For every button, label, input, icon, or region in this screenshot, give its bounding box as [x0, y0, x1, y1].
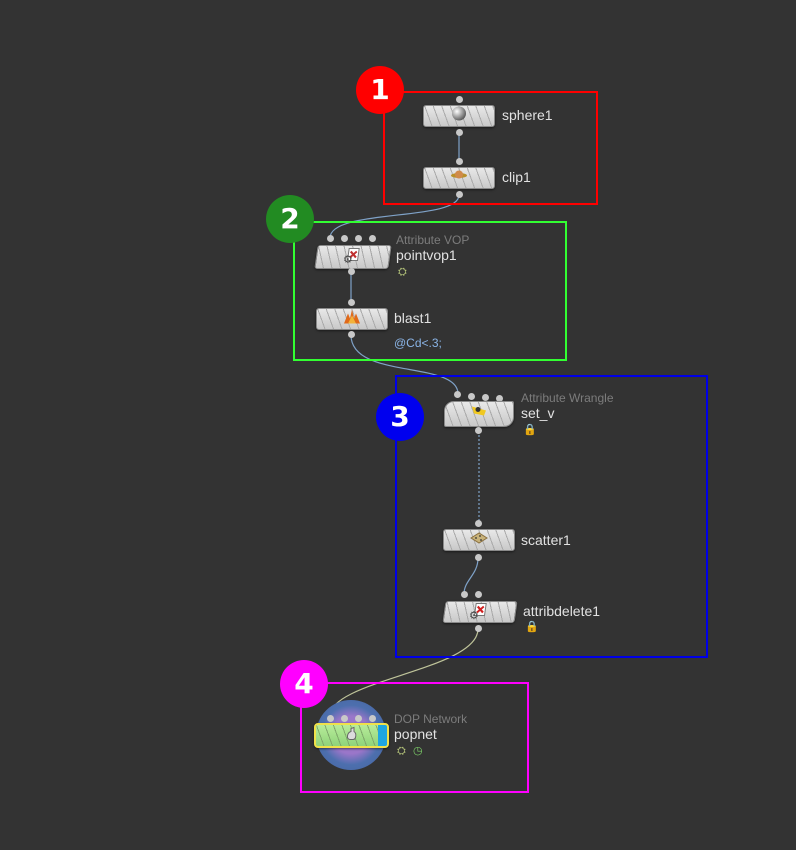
sphere-icon — [451, 106, 467, 127]
node-label-attribdelete1: attribdelete1 — [523, 603, 601, 619]
badge-3: 3 — [376, 393, 424, 441]
node-label-scatter1: scatter1 — [521, 532, 571, 548]
gear-icon: ⚙ — [469, 610, 479, 622]
input-port[interactable] — [355, 715, 362, 722]
input-port[interactable] — [456, 158, 463, 165]
input-port[interactable] — [369, 235, 376, 242]
node-attribdelete1[interactable] — [442, 601, 518, 623]
node-label-popnet: popnet — [394, 726, 437, 742]
input-port[interactable] — [456, 96, 463, 103]
node-popnet[interactable] — [314, 723, 389, 748]
badge-2: 2 — [266, 195, 314, 243]
input-port[interactable] — [496, 395, 503, 402]
node-set_v[interactable] — [444, 401, 514, 427]
group-box-1 — [383, 91, 598, 205]
output-port[interactable] — [475, 625, 482, 632]
wire-scatter1-attribdelete1 — [463, 557, 479, 595]
output-port[interactable] — [456, 129, 463, 136]
wire-blast1-set_v — [350, 334, 459, 395]
node-type-pointvop1: Attribute VOP — [396, 233, 470, 247]
blast-icon — [343, 309, 361, 330]
node-label-sphere1: sphere1 — [502, 107, 553, 123]
node-label-pointvop1: pointvop1 — [396, 247, 457, 263]
input-port[interactable] — [327, 235, 334, 242]
node-scatter1[interactable] — [443, 529, 515, 551]
group-box-3 — [395, 375, 708, 658]
lock-icon: 🔒 — [525, 621, 539, 633]
node-expression-blast1: @Cd<.3; — [394, 336, 442, 350]
input-port[interactable] — [355, 235, 362, 242]
input-port[interactable] — [341, 235, 348, 242]
input-port[interactable] — [475, 520, 482, 527]
node-label-blast1: blast1 — [394, 310, 432, 326]
group-box-4 — [300, 682, 529, 793]
group-box-2 — [293, 221, 567, 361]
wire-clip1-pointvop1 — [329, 194, 460, 239]
node-blast1[interactable] — [316, 308, 388, 330]
badge-4: 4 — [280, 660, 328, 708]
output-port[interactable] — [475, 427, 482, 434]
input-port[interactable] — [454, 391, 461, 398]
badge-1: 1 — [356, 66, 404, 114]
wrangle-icon — [470, 404, 488, 425]
input-port[interactable] — [327, 715, 334, 722]
input-port[interactable] — [482, 394, 489, 401]
node-clip1[interactable] — [423, 167, 495, 189]
clip-icon — [450, 169, 468, 188]
input-port[interactable] — [341, 715, 348, 722]
dop-network-icon — [345, 725, 359, 746]
input-port[interactable] — [468, 393, 475, 400]
output-port[interactable] — [348, 331, 355, 338]
input-port[interactable] — [369, 715, 376, 722]
node-sphere1[interactable] — [423, 105, 495, 127]
node-type-set_v: Attribute Wrangle — [521, 391, 614, 405]
node-label-set_v: set_v — [521, 405, 555, 421]
attribdelete-icon — [472, 603, 489, 622]
output-port[interactable] — [475, 554, 482, 561]
output-port[interactable] — [456, 191, 463, 198]
input-port[interactable] — [461, 591, 468, 598]
output-port[interactable] — [348, 268, 355, 275]
node-pointvop1[interactable] — [314, 245, 392, 269]
lock-icon: 🔒 — [523, 424, 537, 436]
context-icon: ⛭ — [397, 745, 406, 757]
node-type-popnet: DOP Network — [394, 712, 468, 726]
gear-icon: ⚙ — [343, 254, 353, 266]
display-flag[interactable] — [378, 725, 387, 746]
input-port[interactable] — [475, 591, 482, 598]
input-port[interactable] — [348, 299, 355, 306]
scatter-icon — [470, 531, 488, 549]
node-label-clip1: clip1 — [502, 169, 531, 185]
context-icon: ⛭ — [398, 266, 407, 278]
timer-icon: ◷ — [413, 745, 423, 757]
vop-icon — [345, 248, 362, 267]
